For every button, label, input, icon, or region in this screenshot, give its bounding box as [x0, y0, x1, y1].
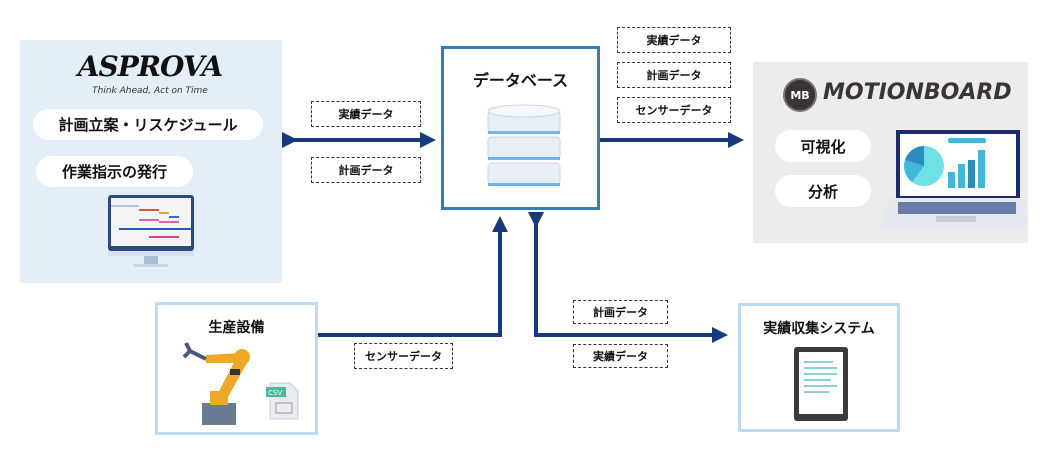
asprova-tagline: Think Ahead, Act on Time: [92, 86, 208, 96]
pill-scheduling: 計画立案・リスケジュール: [33, 109, 263, 140]
asprova-panel: ASPROVA Think Ahead, Act on Time 計画立案・リス…: [20, 40, 282, 283]
tablet-icon: [794, 347, 848, 421]
arrow-equipment-db: [318, 216, 508, 337]
csv-file-label: CSV: [268, 389, 282, 397]
database-box: データベース: [441, 46, 600, 210]
tag-collection-plan: 計画データ: [573, 300, 668, 324]
asprova-logo: ASPROVA: [77, 50, 223, 83]
tag-asprova-actual: 実績データ: [311, 101, 421, 127]
tag-sensor: センサーデータ: [354, 343, 453, 369]
pill-analyze: 分析: [775, 175, 871, 207]
motionboard-logo: MOTIONBOARD: [823, 80, 1012, 105]
monitor-gantt-icon: [108, 195, 194, 267]
collection-system-box: 実績収集システム: [738, 303, 900, 432]
robot-arm-icon: CSV: [182, 342, 299, 425]
tag-mb-actual: 実績データ: [617, 27, 731, 53]
equipment-box: 生産設備 CSV: [155, 302, 318, 435]
tag-collection-actual: 実績データ: [573, 344, 668, 368]
laptop-chart-icon: [880, 130, 1028, 228]
database-title: データベース: [472, 71, 569, 90]
tag-mb-sensor: センサーデータ: [617, 97, 731, 123]
pill-visualize: 可視化: [775, 130, 871, 162]
pill-work-instructions: 作業指示の発行: [36, 156, 193, 187]
equipment-title: 生産設備: [208, 320, 265, 336]
database-server-icon: [487, 104, 561, 186]
motionboard-badge: MB: [783, 78, 817, 112]
tag-mb-plan: 計画データ: [617, 62, 731, 88]
collection-title: 実績収集システム: [763, 321, 875, 337]
motionboard-panel: MB MOTIONBOARD 可視化 分析: [753, 62, 1028, 243]
tag-asprova-plan: 計画データ: [311, 157, 421, 183]
arrow-db-collection: [528, 212, 728, 343]
